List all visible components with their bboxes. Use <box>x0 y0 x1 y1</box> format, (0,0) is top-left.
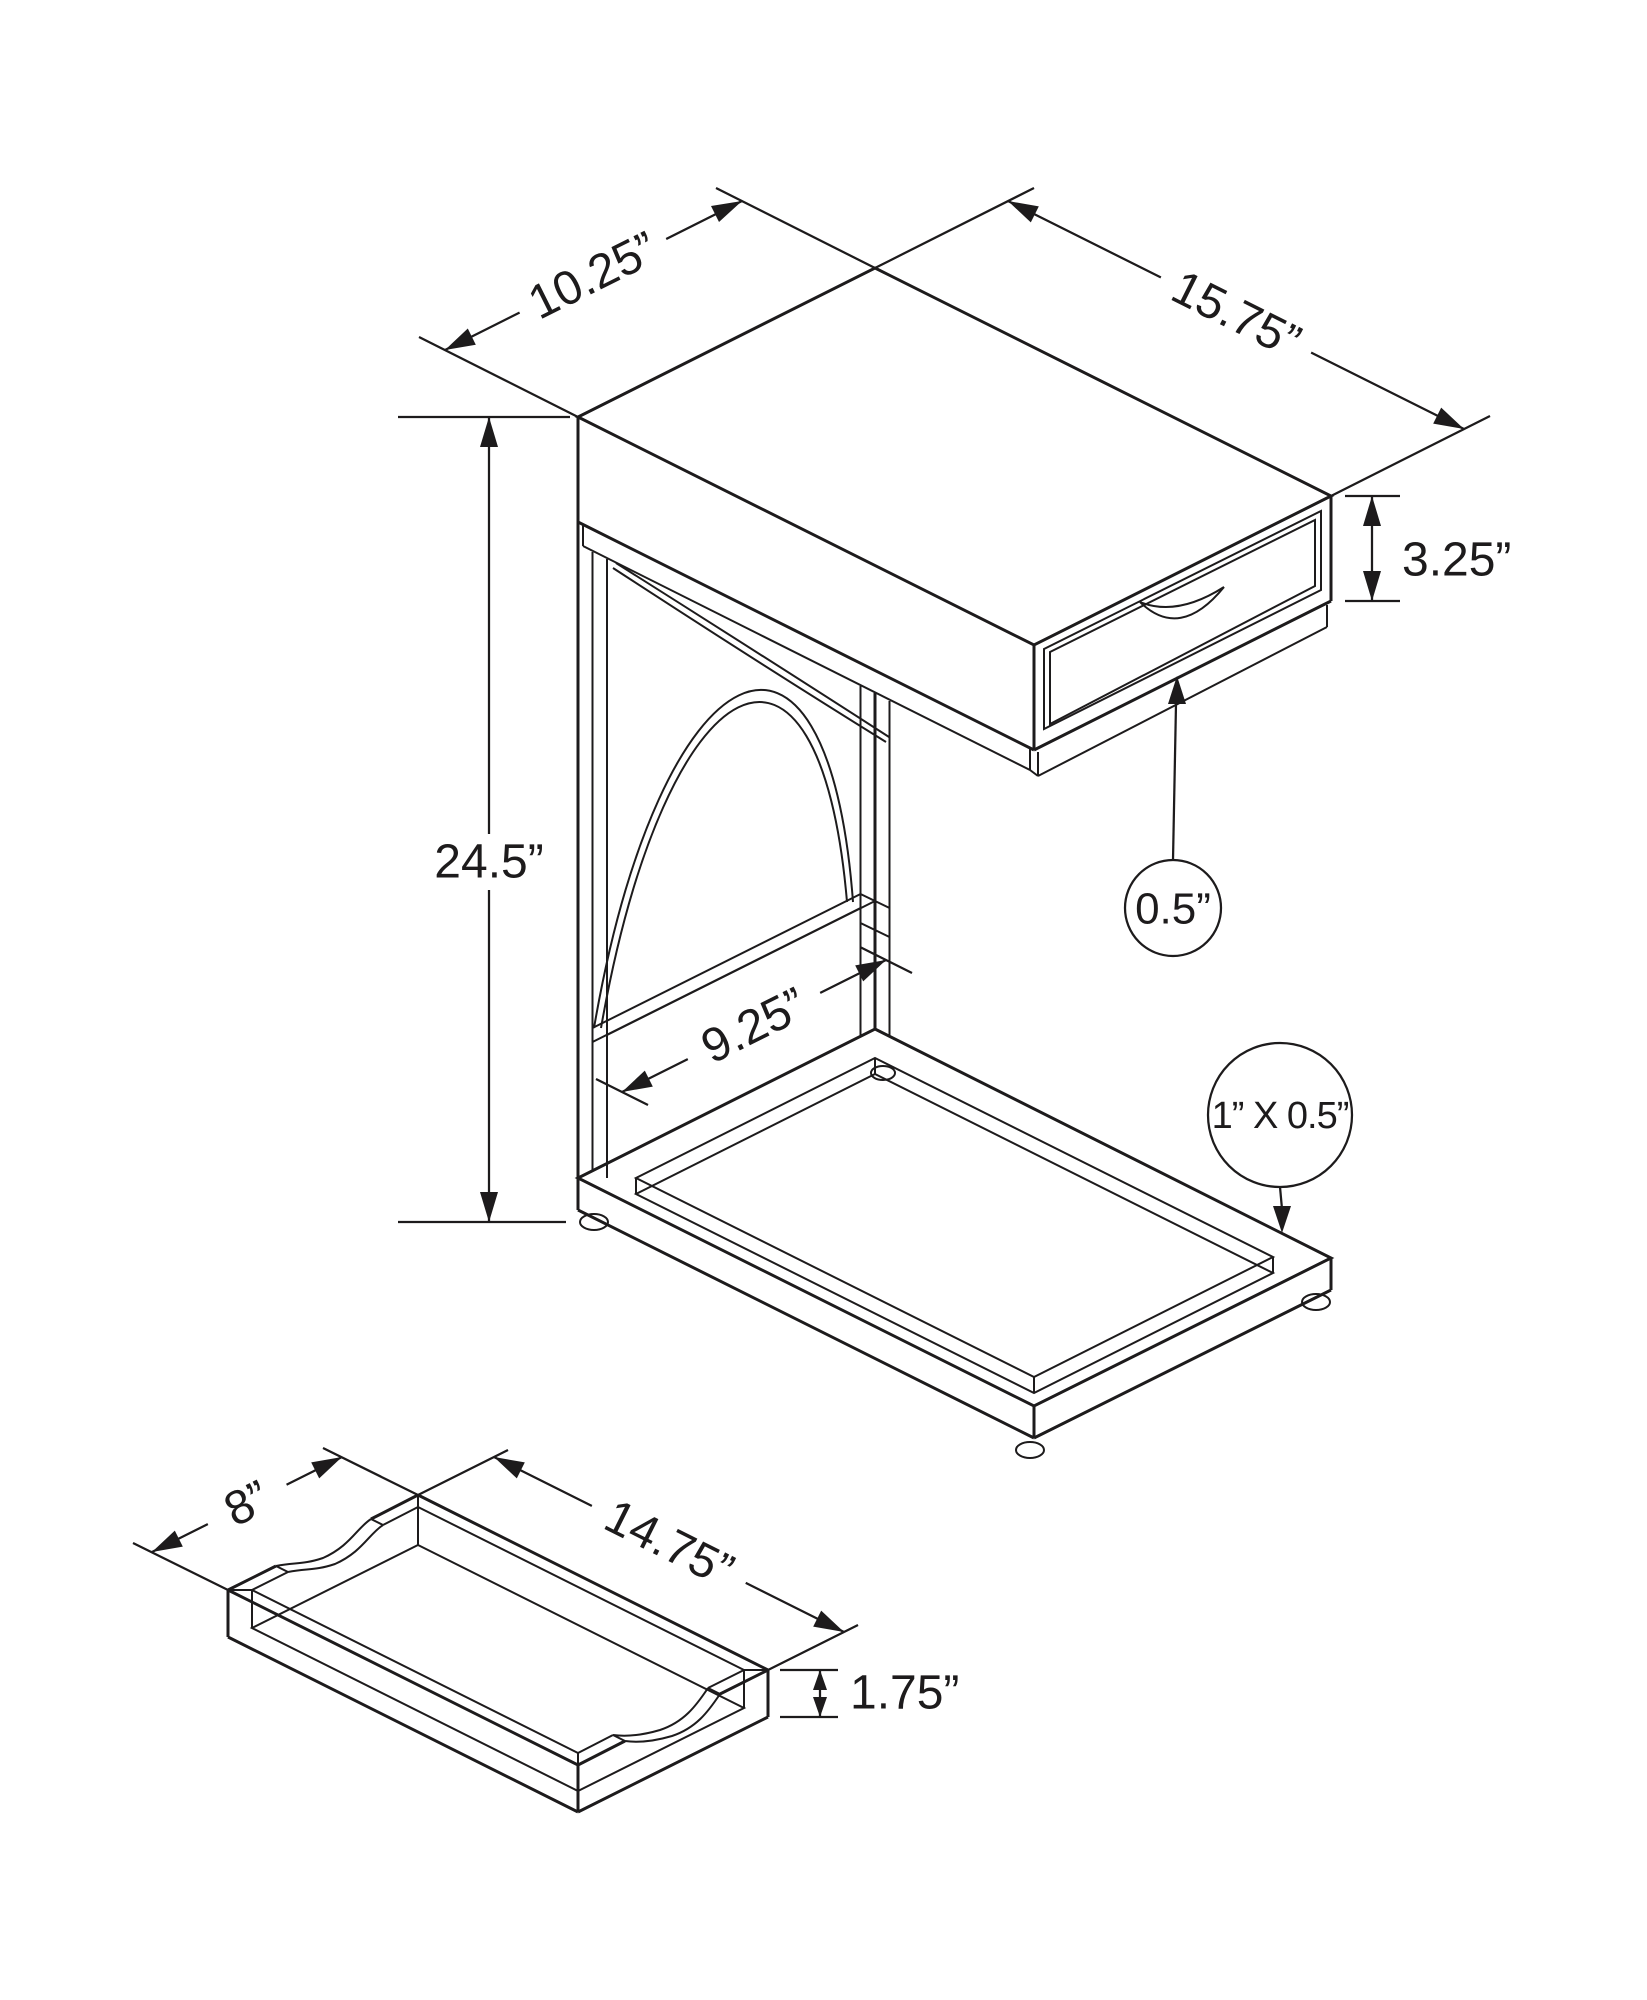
base-frame <box>574 1027 1335 1459</box>
foot-back <box>870 1065 896 1081</box>
drawer-handle-arc <box>1139 586 1225 608</box>
drawer-handle-arc-lower <box>1139 586 1225 620</box>
main-table-drawing: 10.25” 15.75” 24.5” 3.25” 9.25” 0.5” 1” … <box>398 186 1511 1459</box>
dim-tray-height-label: 1.75” <box>850 1667 959 1720</box>
dim-tray-length-label: 14.75” <box>596 1490 741 1598</box>
tray-scallop-left-inner <box>287 1524 384 1573</box>
dim-tray-width: 8” <box>195 1460 299 1548</box>
decorative-arch-outer <box>593 689 854 1029</box>
drawer-front <box>1043 509 1322 731</box>
base-outer-ring <box>574 1027 1335 1408</box>
leader-tube-size <box>1278 1186 1284 1210</box>
dim-drawer-front-height-label: 3.25” <box>1402 534 1511 587</box>
leader-drawer-bottom <box>1171 703 1178 861</box>
callout-drawer-bottom-label: 0.5” <box>1135 885 1211 934</box>
dim-top-width-label: 15.75” <box>1163 261 1308 369</box>
callout-circle-drawer-bottom <box>1123 858 1223 958</box>
decorative-arch-inner <box>600 701 848 1029</box>
drawer-front-frame <box>1043 509 1322 731</box>
feet <box>579 1065 1331 1459</box>
callout-tube-size-label: 1” X 0.5” <box>1212 1095 1349 1137</box>
foot-right <box>1301 1293 1331 1311</box>
tray-scallop-right-outer <box>624 1693 721 1743</box>
decorative-bar-inner <box>612 567 887 743</box>
table-top-box <box>574 266 1335 777</box>
side-frame-panel <box>576 417 891 1178</box>
drawer-front-panel <box>1049 518 1316 726</box>
tray-scallop-right-inner <box>612 1687 709 1737</box>
dim-panel-opening: 9.25” <box>675 968 833 1084</box>
dim-overall-height: 24.5” <box>425 834 553 890</box>
base-platform <box>633 1072 1276 1395</box>
rail-end-bracket <box>859 892 876 932</box>
callout-circle-tube-size <box>1206 1041 1354 1189</box>
tray-dimensions: 8” 14.75” 1.75” <box>132 1446 959 1720</box>
tray-body <box>226 1493 770 1814</box>
dim-top-depth: 10.25” <box>507 214 679 338</box>
main-dimensions: 10.25” 15.75” 24.5” 3.25” 9.25” 0.5” 1” … <box>398 186 1511 1233</box>
decorative-bar-outer <box>615 562 890 738</box>
tray-scallop-left-outer <box>275 1518 372 1567</box>
dim-overall-height-label: 24.5” <box>434 836 543 889</box>
drawer-tray-drawing: 8” 14.75” 1.75” <box>132 1446 959 1814</box>
dim-panel-opening-label: 9.25” <box>693 978 815 1074</box>
base-inner-ring <box>633 1056 1276 1379</box>
tray-floor <box>249 1543 747 1793</box>
dim-top-depth-label: 10.25” <box>520 222 665 330</box>
foot-left <box>579 1213 609 1231</box>
dim-top-width: 15.75” <box>1148 252 1324 378</box>
foot-front <box>1015 1441 1045 1459</box>
